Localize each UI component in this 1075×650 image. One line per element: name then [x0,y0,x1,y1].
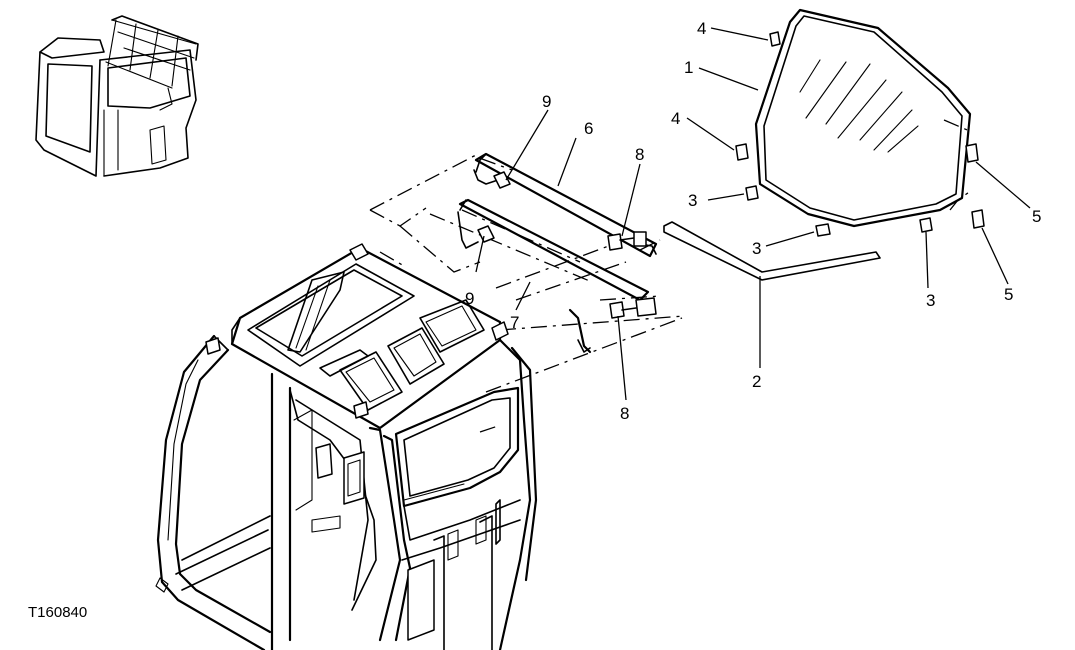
callout-8a: 8 [635,145,644,164]
part-7-grab-bar [457,198,650,354]
part-8-bolts [607,231,657,319]
callout-6: 6 [584,119,593,138]
callout-4a: 4 [697,19,706,38]
part-9-bolts [477,171,511,243]
callout-7: 7 [510,313,519,332]
locator-thumbnail-cab [35,15,199,177]
callout-3b: 3 [752,239,761,258]
cab-frame [155,243,538,650]
figure-id: T160840 [28,604,88,621]
part-3-4-5-blocks [735,31,985,237]
callout-4b: 4 [671,109,680,128]
callout-2: 2 [752,372,761,391]
part-6-grab-bar [473,152,658,258]
callout-8b: 8 [620,404,629,423]
part-1-glass-panel [754,8,972,228]
callout-1: 1 [684,58,693,77]
part-2-weather-strip [663,221,881,281]
callout-labels: 1 2 3 3 3 4 4 5 5 6 7 8 8 9 9 [465,19,1041,423]
assembly-dash-lines [369,119,973,433]
callout-5a: 5 [1032,207,1041,226]
callout-9a: 9 [542,92,551,111]
callout-5b: 5 [1004,285,1013,304]
leader-lines [475,27,1031,401]
callout-3a: 3 [688,191,697,210]
callout-3c: 3 [926,291,935,310]
callout-9b: 9 [465,289,474,308]
